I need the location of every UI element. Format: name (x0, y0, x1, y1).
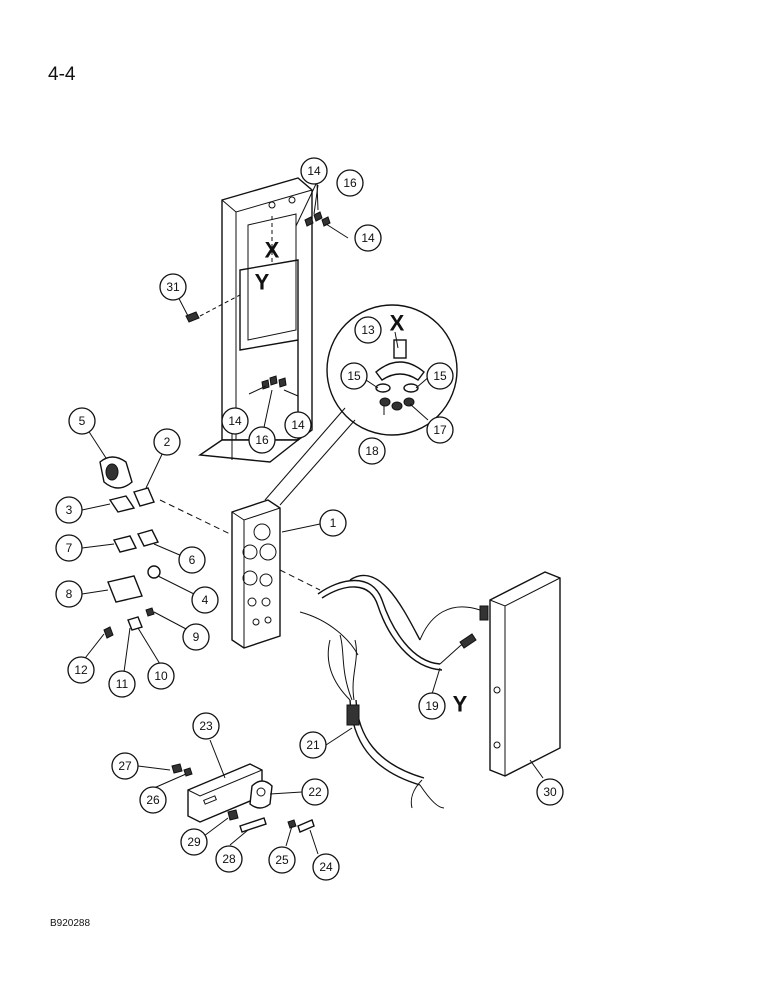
callout-30: 30 (536, 778, 564, 806)
callouts: 1 2 3 4 5 6 7 8 9 10 11 12 13 14 14 14 1… (55, 157, 564, 881)
callout-6: 6 (178, 546, 206, 574)
callout-19: 19 (418, 692, 446, 720)
callout-14-lower-left: 14 (221, 407, 249, 435)
svg-text:14: 14 (291, 418, 305, 432)
callout-11: 11 (108, 670, 136, 698)
bracket-top-fasteners (304, 211, 331, 227)
ref-letter-x-bracket: X (265, 238, 280, 263)
ref-letter-x-detail: X (390, 311, 405, 336)
svg-text:14: 14 (228, 414, 242, 428)
svg-text:1: 1 (330, 516, 337, 530)
callout-14-top: 14 (300, 157, 328, 185)
svg-text:16: 16 (343, 176, 357, 190)
callout-8: 8 (55, 580, 83, 608)
ref-letter-y-bracket: Y (255, 270, 270, 295)
mounting-plate-23 (171, 763, 315, 833)
bolt-31 (185, 311, 200, 323)
callout-14-right: 14 (354, 224, 382, 252)
svg-text:3: 3 (66, 503, 73, 517)
callout-14-lower-right: 14 (284, 411, 312, 439)
svg-text:12: 12 (74, 663, 88, 677)
callout-13: 13 (354, 316, 382, 344)
callout-15-right: 15 (426, 362, 454, 390)
callout-23: 23 (192, 712, 220, 740)
callout-1: 1 (319, 509, 347, 537)
callout-2: 2 (153, 428, 181, 456)
svg-text:17: 17 (433, 423, 447, 437)
cover-plate-30: Y (453, 571, 561, 777)
svg-text:9: 9 (193, 630, 200, 644)
svg-text:30: 30 (543, 785, 557, 799)
svg-text:27: 27 (118, 759, 132, 773)
svg-text:24: 24 (319, 860, 333, 874)
callout-3: 3 (55, 496, 83, 524)
mounting-bracket: X Y (198, 177, 313, 463)
callout-25: 25 (268, 846, 296, 874)
callout-21: 21 (299, 731, 327, 759)
ref-letter-y-cover: Y (453, 692, 468, 717)
left-components (99, 456, 161, 639)
callout-31: 31 (159, 273, 187, 301)
callout-28: 28 (215, 845, 243, 873)
svg-text:5: 5 (79, 414, 86, 428)
svg-text:31: 31 (166, 280, 180, 294)
svg-text:15: 15 (347, 369, 361, 383)
callout-16-top: 16 (336, 169, 364, 197)
instrument-panel (159, 499, 321, 649)
callout-10: 10 (147, 662, 175, 690)
svg-text:19: 19 (425, 699, 439, 713)
callout-12: 12 (67, 656, 95, 684)
svg-text:14: 14 (307, 164, 321, 178)
wiring-harness-19 (299, 574, 489, 671)
callout-5: 5 (68, 407, 96, 435)
svg-text:10: 10 (154, 669, 168, 683)
svg-text:28: 28 (222, 852, 236, 866)
svg-text:11: 11 (116, 677, 129, 691)
svg-text:13: 13 (361, 323, 375, 337)
leader-lines (81, 182, 544, 855)
svg-text:6: 6 (189, 553, 196, 567)
svg-text:7: 7 (66, 541, 73, 555)
svg-text:25: 25 (275, 853, 289, 867)
callout-18: 18 (358, 437, 386, 465)
callout-16-lower: 16 (248, 426, 276, 454)
svg-text:26: 26 (146, 793, 160, 807)
callout-17: 17 (426, 416, 454, 444)
svg-text:2: 2 (164, 435, 171, 449)
wiring-harness-21 (327, 634, 445, 809)
svg-text:18: 18 (365, 444, 379, 458)
callout-26: 26 (139, 786, 167, 814)
detail-inset-circle: X (264, 304, 458, 506)
figure-code: B920288 (50, 918, 91, 929)
svg-text:29: 29 (187, 835, 201, 849)
callout-27: 27 (111, 752, 139, 780)
callout-24: 24 (312, 853, 340, 881)
svg-text:22: 22 (308, 785, 322, 799)
svg-text:4: 4 (202, 593, 209, 607)
callout-15-left: 15 (340, 362, 368, 390)
callout-22: 22 (301, 778, 329, 806)
svg-text:21: 21 (306, 738, 320, 752)
svg-text:14: 14 (361, 231, 375, 245)
svg-text:16: 16 (255, 433, 269, 447)
bracket-bottom-fasteners (261, 375, 287, 390)
svg-text:8: 8 (66, 587, 73, 601)
page-number: 4-4 (48, 64, 76, 85)
svg-text:23: 23 (199, 719, 213, 733)
callout-29: 29 (180, 828, 208, 856)
callout-7: 7 (55, 534, 83, 562)
callout-4: 4 (191, 586, 219, 614)
callout-9: 9 (182, 623, 210, 651)
svg-text:15: 15 (433, 369, 447, 383)
